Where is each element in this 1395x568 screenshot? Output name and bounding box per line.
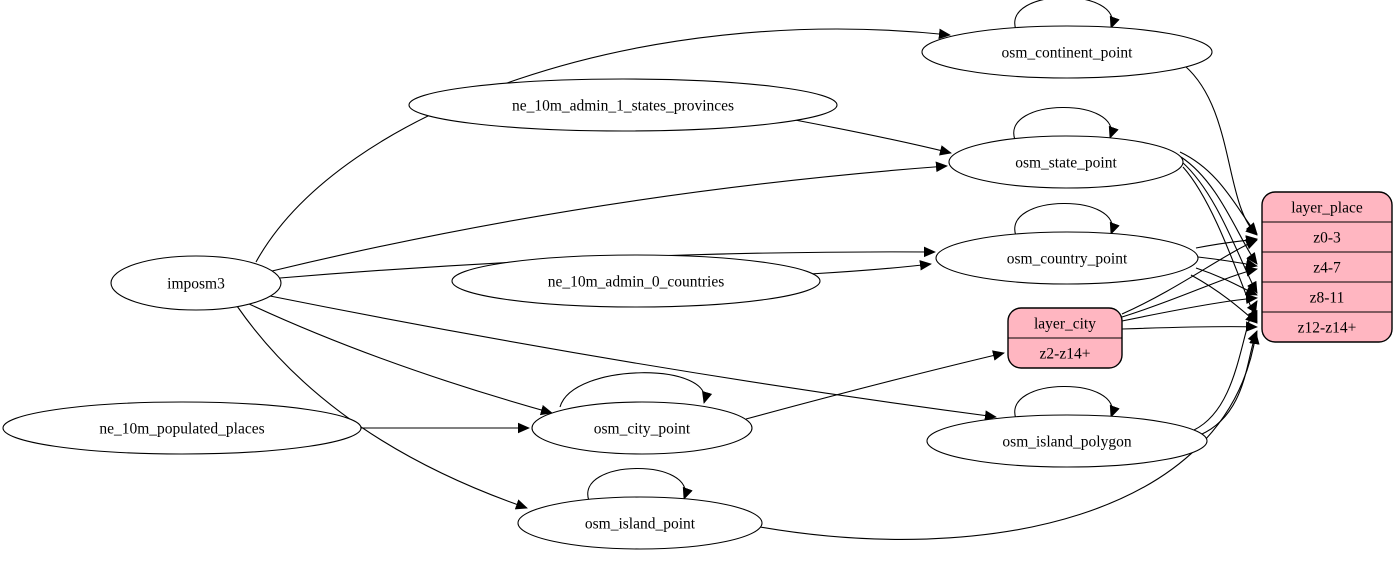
record-shape-layer-place [1261,191,1393,343]
record-row-layer-city-z2-z14: z2-z14+ [1040,346,1091,363]
edge-imposm3-to-osm-city-point [246,302,553,416]
node-shape-osm-country-point [935,231,1199,285]
edge-osm-country-point-to-osm-country-point [1014,203,1120,237]
node-label-osm-country-point: osm_country_point [1007,251,1128,268]
node-label-osm-island-polygon: osm_island_polygon [1002,434,1131,451]
node-shape-imposm3 [110,255,282,311]
edge-osm-country-point-to-layer-place-z0-3 [1195,235,1258,249]
edge-osm-continent-point-to-layer-place-z0-3 [1184,65,1258,236]
node-label-osm-continent-point: osm_continent_point [1002,45,1134,62]
edge-imposm3-to-osm-continent-point [255,28,951,263]
edge-osm-island-polygon-to-osm-island-polygon [1014,386,1120,420]
edge-ne-10m-admin-0-countries-to-osm-country-point [809,260,932,275]
node-shape-osm-continent-point [921,25,1213,79]
edge-osm-state-point-to-layer-place-z0-3 [1179,151,1258,235]
node-osm-island-polygon: osm_island_polygon [926,414,1208,468]
record-layer-city: layer_city z2-z14+ [1007,307,1123,369]
node-label-ne-10m-admin-1-states-provinces: ne_10m_admin_1_states_provinces [512,98,734,115]
node-ne-10m-admin-0-countries: ne_10m_admin_0_countries [451,254,821,308]
edge-osm-country-point-to-layer-place-z4-7 [1197,256,1258,270]
edge-osm-state-point-to-layer-place-z8-11 [1181,161,1258,294]
record-row-layer-place-z0-3: z0-3 [1313,230,1341,247]
edge-osm-island-point-to-osm-island-point [587,468,693,502]
node-osm-island-point: osm_island_point [517,496,763,550]
edge-osm-island-polygon-to-layer-place-z8-11 [1193,300,1258,431]
edge-osm-country-point-to-layer-place-z12-z14 [1190,274,1258,324]
node-label-ne-10m-admin-0-countries: ne_10m_admin_0_countries [548,274,725,291]
node-label-osm-island-point: osm_island_point [585,516,696,533]
node-imposm3: imposm3 [110,255,282,311]
edge-osm-country-point-to-layer-place-z8-11 [1195,267,1258,296]
record-layer-place: layer_place z0-3 z4-7 z8-11 z12-z14+ [1261,191,1393,343]
edge-osm-city-point-to-osm-city-point [559,372,713,408]
node-shape-osm-island-polygon [926,414,1208,468]
node-label-osm-city-point: osm_city_point [594,421,691,438]
record-header-layer-place: layer_place [1291,200,1363,217]
node-osm-continent-point: osm_continent_point [921,25,1213,79]
node-label-ne-10m-populated-places: ne_10m_populated_places [99,421,264,438]
node-shape-ne-10m-populated-places [2,401,362,455]
node-ne-10m-populated-places: ne_10m_populated_places [2,401,362,455]
edge-imposm3-to-osm-state-point [271,161,948,272]
edge-layer-city-to-layer-place-z8-11 [1121,293,1258,322]
record-row-layer-place-z8-11: z8-11 [1310,290,1345,307]
edge-layer-city-to-layer-place-z12-z14 [1121,321,1258,332]
node-label-osm-state-point: osm_state_point [1015,155,1117,172]
node-shape-ne-10m-admin-1-states-provinces [408,78,838,132]
edge-osm-continent-point-to-osm-continent-point [1014,0,1120,31]
record-row-layer-place-z12-z14: z12-z14+ [1298,320,1357,337]
node-shape-osm-state-point [948,135,1184,189]
edge-osm-island-point-to-layer-place-z12-z14 [759,332,1260,540]
edge-layer-city-to-layer-place-z0-3 [1121,239,1258,315]
edge-ne-10m-admin-1-states-provinces-to-osm-state-point [794,119,952,156]
edge-osm-state-point-to-layer-place-z4-7 [1180,156,1258,265]
node-shape-osm-island-point [517,496,763,550]
record-row-layer-place-z4-7: z4-7 [1313,260,1341,277]
node-ne-10m-admin-1-states-provinces: ne_10m_admin_1_states_provinces [408,78,838,132]
edge-osm-state-point-to-osm-state-point [1013,107,1119,141]
node-osm-state-point: osm_state_point [948,135,1184,189]
record-header-layer-city: layer_city [1034,316,1096,333]
edge-imposm3-to-osm-island-polygon [269,295,997,421]
edge-osm-city-point-to-layer-city-z2-z14 [745,350,1005,420]
node-label-imposm3: imposm3 [167,276,225,293]
edge-layer-city-to-layer-place-z4-7 [1121,266,1258,318]
node-shape-osm-city-point [531,401,753,455]
node-osm-city-point: osm_city_point [531,401,753,455]
node-osm-country-point: osm_country_point [935,231,1199,285]
node-shape-ne-10m-admin-0-countries [451,254,821,308]
